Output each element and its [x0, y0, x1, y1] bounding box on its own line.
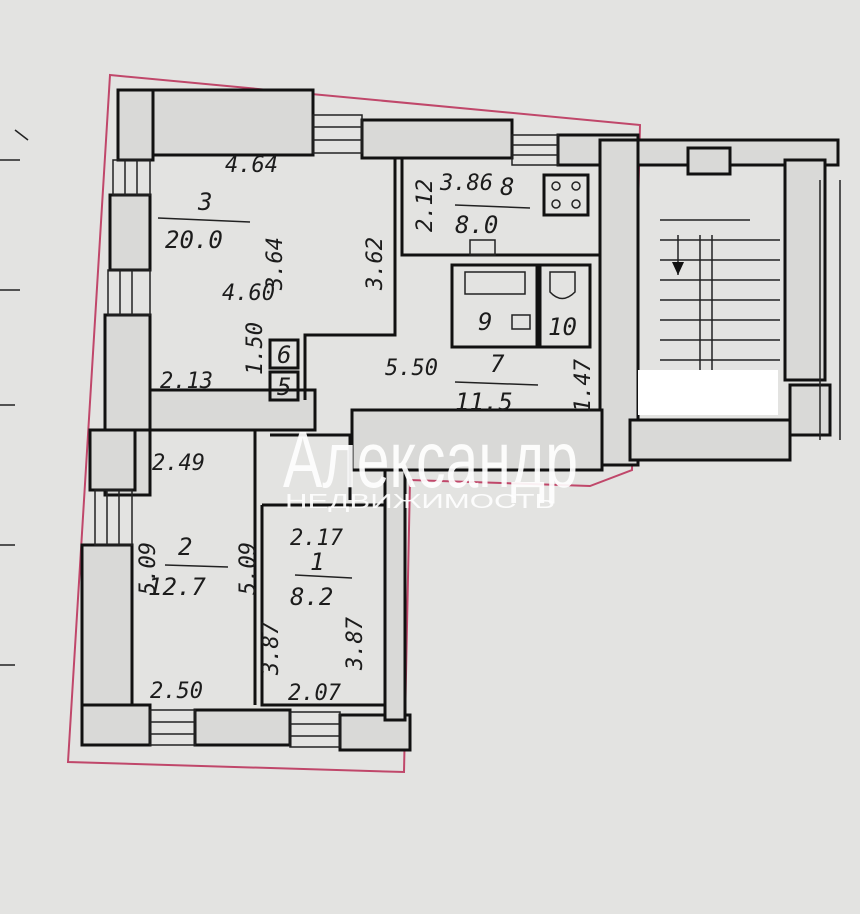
watermark-logo: Александр НЕДВИЖИМОСТЬ — [283, 415, 578, 513]
svg-text:5.50: 5.50 — [385, 356, 438, 381]
svg-text:2: 2 — [178, 533, 192, 561]
svg-text:4.60: 4.60 — [222, 281, 275, 306]
room-3: 4.64 3 20.0 3.64 4.60 3.62 1.50 2.13 — [157, 153, 388, 394]
svg-text:3.64: 3.64 — [263, 237, 288, 291]
sink-icon — [511, 314, 531, 330]
svg-text:12.7: 12.7 — [148, 573, 206, 601]
svg-text:20.0: 20.0 — [165, 226, 223, 254]
svg-text:4.64: 4.64 — [225, 153, 278, 178]
svg-text:8: 8 — [500, 173, 514, 201]
toilet-icon — [549, 271, 576, 300]
svg-text:2.17: 2.17 — [290, 526, 344, 551]
svg-text:8.2: 8.2 — [290, 583, 333, 611]
room-1: 2.17 1 8.2 3.87 3.87 2.07 — [259, 526, 368, 706]
svg-text:1.50: 1.50 — [243, 322, 268, 375]
room-9-bathroom: 9 — [478, 308, 492, 336]
svg-text:8.0: 8.0 — [455, 211, 498, 239]
svg-text:2.49: 2.49 — [152, 451, 205, 476]
svg-text:5.09: 5.09 — [236, 542, 261, 595]
room-2: 2.49 2 12.7 5.09 5.09 2.50 — [136, 451, 261, 704]
svg-text:Александр: Александр — [283, 415, 578, 504]
svg-text:2.13: 2.13 — [160, 369, 213, 394]
staircase — [628, 138, 841, 462]
svg-text:3.86: 3.86 — [439, 171, 493, 196]
svg-text:11.5: 11.5 — [455, 388, 513, 416]
svg-text:2.12: 2.12 — [413, 179, 438, 232]
arrow-down-icon — [672, 262, 684, 275]
room-10-toilet: 10 — [548, 313, 577, 341]
vent-icon — [469, 239, 496, 256]
svg-text:5.09: 5.09 — [136, 542, 161, 595]
svg-text:3: 3 — [197, 188, 212, 216]
svg-text:НЕДВИЖИМОСТЬ: НЕДВИЖИМОСТЬ — [285, 491, 555, 513]
svg-text:2.50: 2.50 — [150, 679, 203, 704]
room-7-corridor: 5.50 7 11.5 1.47 — [385, 350, 596, 416]
stove-icon — [542, 173, 590, 217]
svg-text:3.87: 3.87 — [259, 621, 284, 676]
svg-text:1: 1 — [310, 548, 324, 576]
bathtub-icon — [464, 271, 526, 295]
walls — [80, 88, 640, 752]
redaction-box — [638, 370, 778, 415]
room-8-kitchen: 3.86 8 8.0 2.12 — [413, 171, 531, 239]
svg-text:3.87: 3.87 — [343, 616, 368, 671]
margin-marks — [0, 129, 29, 666]
room-5: 5 — [277, 373, 291, 401]
svg-text:2.07: 2.07 — [288, 681, 342, 706]
room-6: 6 — [277, 341, 291, 369]
svg-text:7: 7 — [490, 350, 505, 378]
svg-text:3.62: 3.62 — [363, 237, 388, 291]
svg-text:1.47: 1.47 — [571, 358, 596, 412]
